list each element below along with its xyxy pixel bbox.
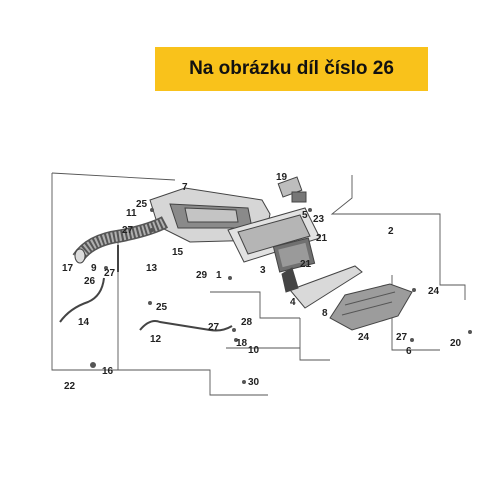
- part-number-banner: Na obrázku díl číslo 26: [155, 47, 428, 91]
- callout-6: 6: [406, 346, 412, 357]
- callout-8: 8: [322, 308, 328, 319]
- callout-20: 20: [450, 338, 462, 349]
- callout-15: 15: [172, 247, 184, 258]
- callout-1: 1: [216, 270, 222, 281]
- callout-25: 25: [136, 199, 148, 210]
- callout-17: 17: [62, 263, 74, 274]
- callout-30: 30: [248, 377, 260, 388]
- callout-27: 27: [104, 268, 116, 279]
- callout-21: 21: [300, 259, 312, 270]
- callout-18: 18: [236, 338, 248, 349]
- airbox-cover: [281, 265, 363, 309]
- callout-27: 27: [208, 322, 220, 333]
- drain-tube: [59, 277, 105, 323]
- callout-24: 24: [428, 286, 440, 297]
- callout-2: 2: [388, 226, 394, 237]
- callout-27: 27: [122, 225, 134, 236]
- breather-tube: [139, 320, 233, 332]
- callout-7: 7: [182, 182, 188, 193]
- callout-11: 11: [126, 208, 137, 219]
- callout-25: 25: [156, 302, 168, 313]
- callout-23: 23: [313, 214, 325, 225]
- callout-3: 3: [260, 265, 266, 276]
- callout-12: 12: [150, 334, 162, 345]
- callout-16: 16: [102, 366, 114, 377]
- callout-14: 14: [78, 317, 90, 328]
- callout-9: 9: [91, 263, 97, 274]
- callout-10: 10: [248, 345, 260, 356]
- fasteners: [90, 208, 472, 384]
- callout-27: 27: [396, 332, 408, 343]
- callout-28: 28: [241, 317, 253, 328]
- sensor-part: [291, 191, 307, 203]
- callout-5: 5: [302, 210, 308, 221]
- filter-frame: [227, 207, 321, 263]
- callout-19: 19: [276, 172, 288, 183]
- callout-13: 13: [146, 263, 158, 274]
- air-filter-element: [272, 237, 316, 273]
- callout-22: 22: [64, 381, 76, 392]
- callout-4: 4: [290, 297, 296, 308]
- callout-29: 29: [196, 270, 208, 281]
- callout-26: 26: [84, 276, 96, 287]
- outer-cover: [329, 283, 413, 331]
- intake-hose: [72, 216, 169, 264]
- callout-21: 21: [316, 233, 328, 244]
- callout-labels: 7 19 25 11 5 23 27 2 21 17 9 27 13 15 29…: [62, 172, 462, 392]
- callout-24: 24: [358, 332, 370, 343]
